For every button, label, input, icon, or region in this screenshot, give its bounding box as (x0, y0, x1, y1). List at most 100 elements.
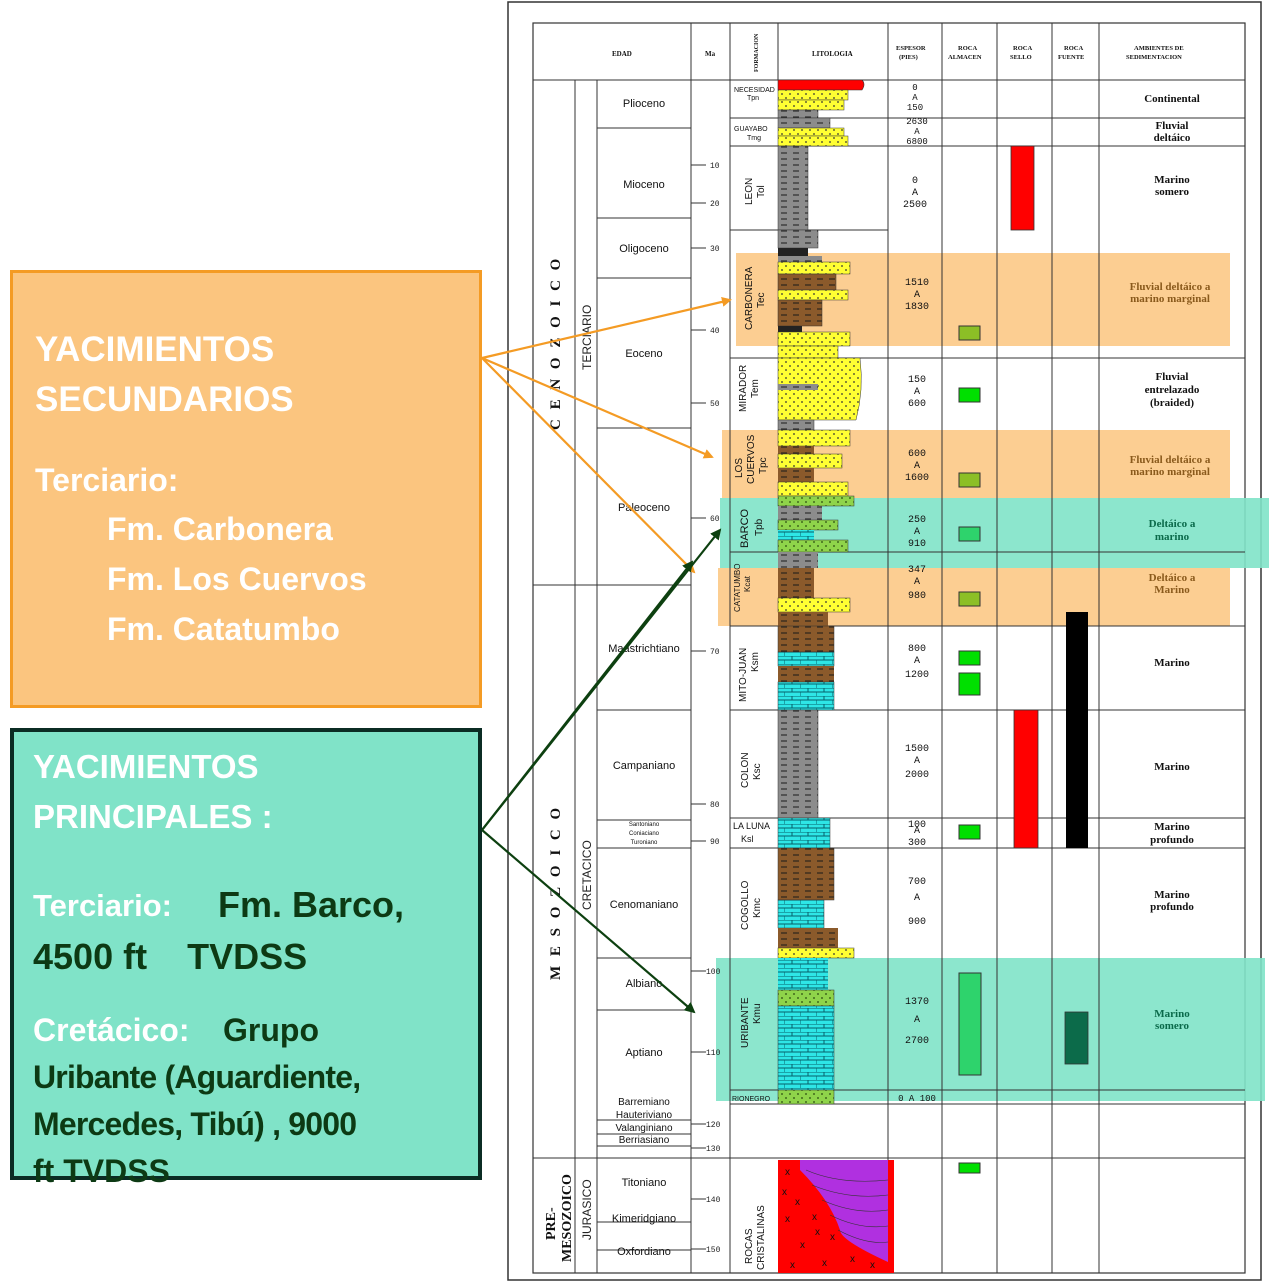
env-loscuervos-line1: Fluvial deltáico a (1130, 454, 1211, 466)
ma-label-50: 50 (710, 400, 720, 409)
fm-rionegro: RIONEGRO (732, 1096, 771, 1103)
fm-leon-line1: LEON (744, 178, 755, 205)
header-edad: EDAD (612, 50, 632, 58)
ma-label-40: 40 (710, 327, 720, 336)
ma-label-100: 100 (706, 968, 721, 977)
header-ambientes-line2: SEDIMENTACION (1126, 54, 1182, 61)
thk-loscuervos-0: 600 (908, 449, 926, 460)
thk-carbonera-2: 1830 (905, 302, 929, 313)
fm-catatumbo-line1: CATATUMBO (733, 564, 742, 612)
epoch-barremiano: Barremiano (618, 1097, 670, 1108)
arrow-loscuervos (481, 356, 714, 459)
svg-text:x: x (800, 1240, 805, 1251)
env-leon-line2: somero (1155, 186, 1190, 198)
env-mirador-line2: entrelazado (1145, 384, 1200, 396)
ma-label-120: 120 (706, 1121, 721, 1130)
period-labels: TERCIARIO CRETACICO JURASICO (580, 305, 594, 1240)
ma-label-80: 80 (710, 801, 720, 810)
thk-mirador-1: A (914, 387, 920, 398)
env-catatumbo-line2: Marino (1154, 584, 1190, 596)
thk-loscuervos-1: A (914, 461, 920, 472)
svg-text:x: x (785, 1167, 790, 1178)
arrows (481, 296, 732, 1014)
env-carbonera-line2: marino marginal (1130, 293, 1210, 305)
svg-text:x: x (812, 1212, 817, 1223)
thk-mitojuan-0: 800 (908, 644, 926, 655)
thk-barco-0: 250 (908, 515, 926, 526)
main-cretacico-value-line1: Grupo (223, 1012, 319, 1048)
thk-leon-2: 2500 (903, 200, 927, 211)
main-title-line2: PRINCIPALES : (33, 798, 273, 835)
epoch-cenomaniano: Cenomaniano (610, 899, 679, 911)
secondary-reservoirs-box (10, 270, 482, 708)
fm-uribante-line1: URIBANTE (740, 997, 751, 1048)
fm-catatumbo-line2: Kcat (743, 575, 752, 592)
epoch-turoniano: Turoniano (631, 840, 658, 846)
thk-rionegro: 0 A 100 (898, 1094, 936, 1104)
era-premesozoico-line2: MESOZOICO (560, 1174, 575, 1262)
thk-catatumbo-2: 980 (908, 591, 926, 602)
env-barco-line2: marino (1155, 531, 1190, 543)
ma-tick-labels: 10 20 30 40 50 60 70 80 90 100 110 120 1… (706, 162, 721, 1255)
header-litologia: LITOLOGIA (812, 50, 853, 58)
thk-necesidad-0: 0 (912, 83, 917, 93)
env-continental: Continental (1144, 93, 1200, 105)
env-guayabo-line2: deltáico (1154, 132, 1191, 144)
epoch-santoniano: Santoniano (629, 822, 660, 828)
fm-uribante-line2: Kmu (752, 1003, 763, 1024)
header-espesor-line2: (PIES) (899, 54, 918, 61)
formation-labels: NECESIDAD Tpn GUAYABO Tmg LEON Tol CARBO… (732, 87, 775, 1270)
fm-barco-line1: BARCO (739, 508, 751, 548)
epoch-eoceno: Eoceno (625, 348, 662, 360)
seal-markers (1010, 145, 1039, 849)
epoch-valanginiano: Valanginiano (615, 1123, 673, 1134)
main-reservoirs-box (10, 728, 482, 1180)
header-sello-line1: ROCA (1013, 45, 1032, 52)
thk-cogollo-1: A (914, 893, 920, 904)
thk-uribante-2: 2700 (905, 1036, 929, 1047)
thk-mitojuan-2: 1200 (905, 670, 929, 681)
ma-label-90: 90 (710, 838, 720, 847)
env-laluna-line1: Marino (1154, 821, 1190, 833)
thk-laluna-1: A (914, 826, 920, 837)
epoch-maastrichtiano: Maastrichtiano (608, 643, 680, 655)
thk-colon-1: A (914, 756, 920, 767)
ma-label-30: 30 (710, 245, 720, 254)
fm-loscuervos-line3: Tpc (758, 457, 769, 474)
epoch-kimeridgiano: Kimeridgiano (612, 1213, 676, 1225)
header-fuente-line1: ROCA (1064, 45, 1083, 52)
env-loscuervos-line2: marino marginal (1130, 466, 1210, 478)
svg-text:x: x (850, 1254, 855, 1265)
ma-label-70: 70 (710, 648, 720, 657)
ma-label-140: 140 (706, 1196, 721, 1205)
epoch-aptiano: Aptiano (625, 1047, 662, 1059)
thk-uribante-0: 1370 (905, 997, 929, 1008)
fm-cogollo-line1: COGOLLO (740, 880, 751, 930)
ma-label-130: 130 (706, 1145, 721, 1154)
svg-text:x: x (790, 1260, 795, 1271)
arrow-barco-2 (481, 560, 694, 831)
thk-carbonera-0: 1510 (905, 278, 929, 289)
fm-leon-line2: Tol (756, 185, 767, 198)
source-markers (1064, 612, 1089, 1065)
thk-barco-1: A (914, 527, 920, 538)
main-title-line1: YACIMIENTOS (33, 748, 259, 785)
header-espesor-line1: ESPESOR (896, 45, 926, 52)
thk-catatumbo-0: 347 (908, 565, 926, 576)
arrow-uribante (481, 829, 696, 1014)
thk-guayabo-1: A (914, 127, 920, 137)
secondary-item-catatumbo: Fm. Catatumbo (107, 611, 340, 647)
thk-colon-0: 1500 (905, 744, 929, 755)
era-cenozoico: C E N O Z O I C O (548, 256, 564, 430)
epoch-hauteriviano: Hauteriviano (616, 1110, 673, 1121)
arrow-carbonera (481, 296, 732, 360)
thk-necesidad-2: 150 (907, 103, 923, 113)
env-colon: Marino (1154, 761, 1190, 773)
fm-cogollo-line2: Kmc (752, 898, 763, 918)
fm-guayabo-line2: Tmg (747, 135, 761, 142)
env-barco-line1: Deltáico a (1149, 518, 1196, 530)
secondary-subtitle: Terciario: (35, 462, 179, 498)
env-carbonera-line1: Fluvial deltáico a (1130, 281, 1211, 293)
thk-necesidad-1: A (912, 93, 918, 103)
